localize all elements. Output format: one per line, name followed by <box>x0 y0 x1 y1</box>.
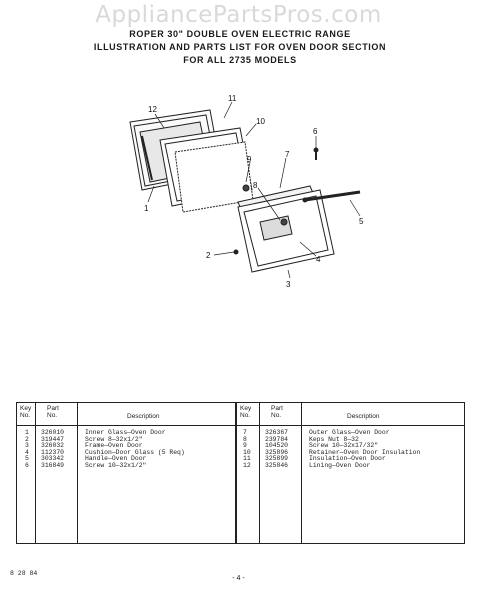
table-row: 2 319447 Screw 8—32x1/2" <box>17 435 235 444</box>
description-cell: Retainer—Oven Door Insulation <box>309 448 421 456</box>
callout-2: 2 <box>206 251 211 260</box>
part-number-cell: 319447 <box>41 435 65 443</box>
table-row: 3 326032 Frame—Oven Door <box>17 443 235 450</box>
description-cell: Cushion—Door Glass (5 Req) <box>85 448 185 456</box>
parts-table-left-header: Key No. Part No. Description <box>17 403 235 426</box>
key-cell: 2 <box>25 435 29 443</box>
key-cell: 8 <box>243 435 247 443</box>
key-cell: 4 <box>25 448 29 456</box>
callout-9: 9 <box>247 155 252 164</box>
callout-6: 6 <box>313 127 318 136</box>
title-line-3: FOR ALL 2735 MODELS <box>183 55 297 65</box>
key-cell: 11 <box>243 455 251 463</box>
callout-12: 12 <box>148 105 157 114</box>
table-row: 9 104520 Screw 10—32x17/32" <box>237 443 464 450</box>
table-row: 1 326010 Inner Glass—Oven Door <box>17 429 235 437</box>
key-cell: 9 <box>243 442 247 450</box>
parts-table-right-header: Key No. Part No. Description <box>237 403 464 426</box>
part-number-cell: 239784 <box>265 435 289 443</box>
description-cell: Screw 10—32x17/32" <box>309 442 379 450</box>
table-row: 11 325899 Insulation—Oven Door <box>237 456 464 463</box>
callout-5: 5 <box>359 217 364 226</box>
footer-code: 8 28 84 <box>10 570 38 577</box>
description-cell: Handle—Oven Door <box>85 455 147 463</box>
watermark: AppliancePartsPros.com <box>95 2 382 28</box>
table-row: 12 325846 Lining—Oven Door <box>237 461 464 470</box>
col-key-line2: No. <box>240 412 251 419</box>
description-cell: Keps Nut 8—32 <box>309 435 359 443</box>
door-handle <box>302 190 361 203</box>
callout-7: 7 <box>285 150 290 159</box>
description-cell: Screw 10—32x1/2" <box>85 461 147 469</box>
part-number-cell: 303342 <box>41 455 65 463</box>
part-number-cell: 316849 <box>41 461 65 469</box>
part-number-cell: 112370 <box>41 448 65 456</box>
oven-door-exploded-diagram: 12 11 10 9 1 6 7 8 5 2 4 3 <box>129 94 364 289</box>
col-description: Description <box>347 413 380 420</box>
table-row: 5 303342 Handle—Oven Door <box>17 456 235 463</box>
col-part-line2: No. <box>47 412 58 419</box>
callout-8: 8 <box>253 181 258 190</box>
part-number-cell: 326010 <box>41 429 65 436</box>
callout-3: 3 <box>286 280 291 289</box>
col-part-line1: Part <box>271 405 283 412</box>
col-key-line1: Key <box>240 405 252 412</box>
table-row: 10 325896 Retainer—Oven Door Insulation <box>237 448 464 457</box>
key-cell: 6 <box>25 461 29 469</box>
description-cell: Outer Glass—Oven Door <box>309 429 390 436</box>
callout-4: 4 <box>316 255 321 264</box>
title-line-2: ILLUSTRATION AND PARTS LIST FOR OVEN DOO… <box>93 42 387 52</box>
title-line-1: ROPER 30" DOUBLE OVEN ELECTRIC RANGE <box>129 29 351 39</box>
description-cell: Inner Glass—Oven Door <box>85 429 166 436</box>
page-number: - 4 - <box>232 575 245 582</box>
key-cell: 12 <box>243 461 251 469</box>
key-cell: 10 <box>243 448 251 456</box>
description-cell: Lining—Oven Door <box>309 461 371 469</box>
key-cell: 3 <box>25 442 29 450</box>
part-number-cell: 325846 <box>265 461 289 469</box>
parts-table-left: Key No. Part No. Description 1 326010 Inne… <box>16 402 236 544</box>
col-key-line2: No. <box>20 412 31 419</box>
screw-2 <box>233 249 239 255</box>
key-cell: 7 <box>243 429 247 436</box>
part-number-cell: 326367 <box>265 429 289 436</box>
col-part-line2: No. <box>271 412 282 419</box>
key-cell: 5 <box>25 455 29 463</box>
callout-1: 1 <box>144 204 149 213</box>
col-description: Description <box>127 413 160 420</box>
col-part-line1: Part <box>47 405 59 412</box>
table-row: 7 326367 Outer Glass—Oven Door <box>237 429 464 437</box>
screw-6 <box>313 147 319 160</box>
col-key-line1: Key <box>20 405 32 412</box>
part-number-cell: 325896 <box>265 448 289 456</box>
description-cell: Frame—Oven Door <box>85 442 143 450</box>
part-number-cell: 326032 <box>41 442 65 450</box>
table-row: 4 112370 Cushion—Door Glass (5 Req) <box>17 448 235 457</box>
description-cell: Screw 8—32x1/2" <box>85 435 143 443</box>
parts-table-right: Key No. Part No. Description 7 326367 Oute… <box>236 402 465 544</box>
table-row: 8 239784 Keps Nut 8—32 <box>237 435 464 444</box>
part-number-cell: 325899 <box>265 455 289 463</box>
screw-9 <box>242 184 250 192</box>
callout-11: 11 <box>228 94 237 103</box>
key-cell: 1 <box>25 429 29 436</box>
part-number-cell: 104520 <box>265 442 289 450</box>
callout-10: 10 <box>256 117 265 126</box>
description-cell: Insulation—Oven Door <box>309 455 386 463</box>
table-row: 6 316849 Screw 10—32x1/2" <box>17 461 235 470</box>
